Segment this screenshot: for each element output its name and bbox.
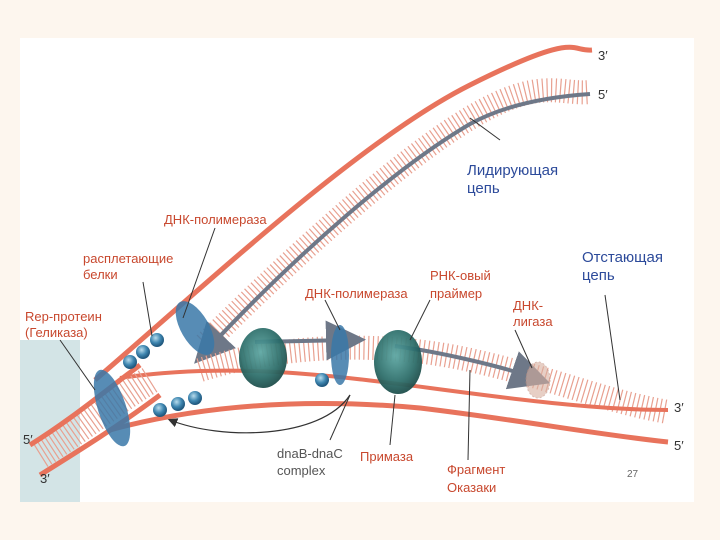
recycle-arrow — [167, 394, 351, 434]
dna-ligase-label-2: лигаза — [513, 314, 553, 329]
dna-polymerase-top-label: ДНК-полимераза — [164, 212, 267, 227]
leading-strand — [93, 44, 593, 382]
dnab-dnac-label-2: complex — [277, 463, 326, 478]
lagging-strand-label-2: цепь — [582, 267, 615, 284]
dnab-dnac-label-1: dnaB-dnaC — [277, 446, 343, 461]
rep-protein-label-2: (Геликаза) — [25, 325, 88, 340]
okazaki-label-1: Фрагмент — [447, 462, 505, 477]
dnab-dnac-complex — [239, 328, 287, 388]
lagging-strand-label-1: Отстающая — [582, 249, 663, 266]
ssb-proteins-lower — [153, 373, 329, 417]
rna-primer-label-2: праймер — [430, 286, 482, 301]
primase-enzyme — [374, 330, 422, 394]
leading-strand-label-1: Лидирующая — [467, 162, 558, 179]
rep-helicase — [93, 369, 131, 447]
dna-polymerase-mid-label: ДНК-полимераза — [305, 286, 408, 301]
end-label-bottom-upper: 3′ — [674, 400, 684, 415]
dna-ligase-enzyme — [525, 361, 551, 399]
rep-protein-label-1: Rep-протеин — [25, 309, 102, 324]
end-label-bottom-lower: 5′ — [674, 438, 684, 453]
dna-polymerase-lagging — [331, 325, 349, 385]
dna-polymerase-leading — [175, 301, 215, 355]
okazaki-label-2: Оказаки — [447, 480, 496, 495]
ssb-proteins-upper — [123, 333, 164, 369]
parental-duplex — [28, 363, 162, 478]
leading-strand-label-2: цепь — [467, 180, 500, 197]
ssb-label-2: белки — [83, 267, 118, 282]
end-label-top-lower: 5′ — [598, 87, 608, 102]
primase-label: Примаза — [360, 449, 414, 464]
leader-lines — [59, 117, 621, 461]
ssb-label-1: расплетающие — [83, 251, 173, 266]
end-label-left-lower: 3′ — [40, 471, 50, 486]
end-label-top-upper: 3′ — [598, 48, 608, 63]
dna-ligase-label-1: ДНК- — [513, 298, 543, 313]
end-label-left-upper: 5′ — [23, 432, 33, 447]
page-number: 27 — [627, 469, 639, 480]
rna-primer-label-1: РНК-овый — [430, 268, 491, 283]
